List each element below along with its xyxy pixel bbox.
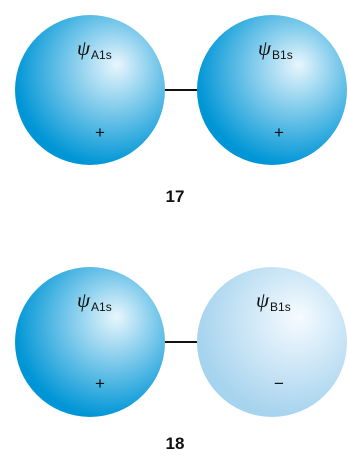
diagram-caption: 18: [166, 434, 185, 453]
diagram-17: ψA1s ψB1s + + 17: [15, 15, 347, 206]
orbital-sphere-b: [197, 15, 347, 165]
phase-sign-b: +: [274, 123, 284, 142]
phase-sign-b: −: [274, 374, 284, 393]
phase-sign-a: +: [95, 123, 105, 142]
diagram-18: ψA1s ψB1s + − 18: [15, 267, 347, 453]
orbital-sphere-b: [197, 267, 347, 417]
diagram-caption: 17: [166, 187, 185, 206]
phase-sign-a: +: [95, 374, 105, 393]
